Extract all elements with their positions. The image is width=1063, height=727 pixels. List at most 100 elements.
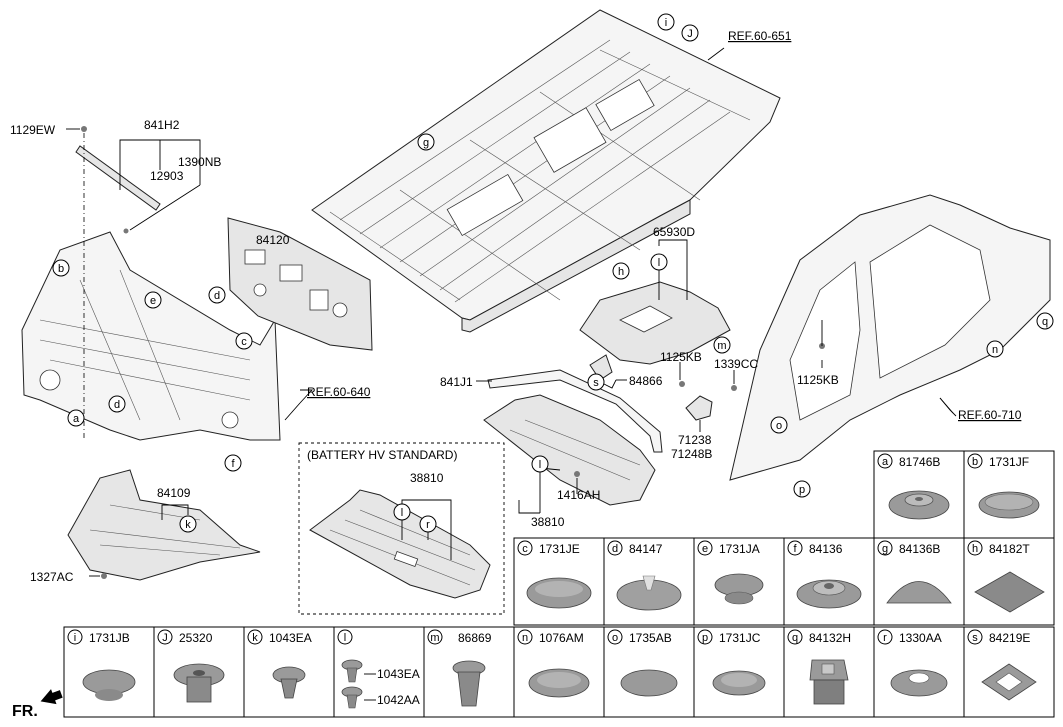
fr-label: FR. (12, 703, 38, 720)
center-undercover (483, 394, 656, 506)
label-1129EW: 1129EW (10, 123, 56, 137)
parts-table: a 81746B b 1731JF c 1731JE d 84147 (63, 450, 1055, 718)
marker-m: m (713, 336, 731, 354)
marker-i-top: i (657, 13, 675, 31)
marker-l-3: l (393, 503, 411, 521)
svg-text:s: s (593, 377, 599, 389)
label-1390NB: 1390NB (178, 155, 221, 169)
svg-text:1731JA: 1731JA (719, 542, 760, 556)
svg-text:k: k (185, 519, 191, 531)
svg-text:o: o (776, 420, 782, 432)
svg-text:l: l (344, 632, 346, 644)
table-cell-f: f 84136 (783, 537, 875, 626)
svg-text:n: n (522, 632, 528, 644)
marker-q: q (1036, 312, 1054, 330)
marker-p: p (793, 480, 811, 498)
svg-text:1043EA: 1043EA (269, 631, 312, 645)
svg-text:84136: 84136 (809, 542, 843, 556)
table-cell-l: l 1043EA 1042AA (333, 626, 425, 718)
label-battery-title: (BATTERY HV STANDARD) (307, 448, 457, 462)
table-cell-J: J 25320 (153, 626, 245, 718)
label-84120: 84120 (256, 233, 290, 247)
marker-f: f (224, 454, 242, 472)
svg-text:c: c (241, 336, 247, 348)
marker-o: o (770, 416, 788, 434)
svg-text:h: h (972, 543, 978, 555)
bolt-1125KB-a (679, 381, 685, 387)
svg-text:k: k (252, 632, 258, 644)
svg-text:d: d (612, 543, 618, 555)
fr-indicator: FR. (12, 689, 63, 720)
marker-l-2: l (531, 455, 549, 473)
table-cell-o: o 1735AB (603, 626, 695, 718)
table-cell-m: m 86869 (423, 626, 515, 718)
label-ref-651: REF.60-651 (728, 29, 792, 43)
table-cell-h: h 84182T (963, 537, 1055, 626)
svg-text:1731JE: 1731JE (539, 542, 580, 556)
table-cell-b: b 1731JF (963, 450, 1055, 539)
callout-labels: 1129EW 841H2 12903 1390NB 84120 84109 13… (10, 29, 1022, 584)
table-cell-n: n 1076AM (513, 626, 605, 718)
battery-undercover (309, 489, 491, 599)
svg-text:a: a (882, 456, 889, 468)
side-outer-panel (729, 194, 1051, 481)
clip-1390NB (123, 228, 129, 234)
table-cell-p: p 1731JC (693, 626, 785, 718)
label-71248B: 71248B (671, 447, 712, 461)
svg-text:b: b (58, 263, 64, 275)
table-cell-q: q 84132H (783, 626, 875, 718)
svg-text:1735AB: 1735AB (629, 631, 672, 645)
svg-text:25320: 25320 (179, 631, 213, 645)
marker-c: c (235, 332, 253, 350)
svg-text:d: d (214, 290, 220, 302)
svg-text:s: s (972, 632, 978, 644)
svg-text:n: n (992, 344, 998, 356)
svg-text:l: l (658, 257, 660, 269)
svg-text:m: m (717, 340, 726, 352)
svg-text:l: l (539, 459, 541, 471)
svg-text:i: i (665, 17, 667, 29)
label-1339CC: 1339CC (714, 357, 758, 371)
marker-k: k (179, 515, 197, 533)
svg-text:84182T: 84182T (989, 542, 1030, 556)
bracket-71238 (685, 395, 713, 421)
svg-text:f: f (793, 543, 797, 555)
marker-J: J (681, 24, 699, 42)
svg-text:p: p (702, 632, 708, 644)
rear-floor-undercover (579, 281, 731, 365)
svg-text:e: e (150, 295, 156, 307)
marker-r: r (419, 515, 437, 533)
marker-d1: d (208, 286, 226, 304)
svg-text:1330AA: 1330AA (899, 631, 942, 645)
svg-text:f: f (231, 458, 235, 470)
table-cell-d: d 84147 (603, 537, 695, 626)
svg-text:i: i (74, 632, 76, 644)
label-65930D: 65930D (653, 225, 695, 239)
table-cell-k: k 1043EA (243, 626, 335, 718)
table-cell-a: a 81746B (873, 450, 965, 539)
label-84866: 84866 (629, 374, 663, 388)
table-cell-s: s 84219E (963, 626, 1055, 718)
marker-e: e (144, 291, 162, 309)
table-cell-r: r 1330AA (873, 626, 965, 718)
table-cell-i: i 1731JB (63, 626, 155, 718)
label-71238: 71238 (678, 433, 712, 447)
svg-text:b: b (972, 456, 978, 468)
svg-text:e: e (702, 543, 708, 555)
floor-panel-assembly (311, 9, 781, 333)
label-12903: 12903 (150, 169, 184, 183)
table-cell-c: c 1731JE (513, 537, 605, 626)
marker-n: n (986, 340, 1004, 358)
svg-text:r: r (883, 632, 887, 644)
svg-text:1043EA: 1043EA (377, 667, 420, 681)
svg-text:o: o (612, 632, 618, 644)
label-84109: 84109 (157, 486, 191, 500)
label-38810-b: 38810 (531, 515, 565, 529)
label-1416AH: 1416AH (557, 488, 600, 502)
svg-text:81746B: 81746B (899, 455, 940, 469)
svg-text:1731JB: 1731JB (89, 631, 130, 645)
svg-text:q: q (792, 632, 798, 644)
svg-text:l: l (401, 507, 403, 519)
svg-text:84136B: 84136B (899, 542, 940, 556)
label-ref-640: REF.60-640 (307, 385, 371, 399)
